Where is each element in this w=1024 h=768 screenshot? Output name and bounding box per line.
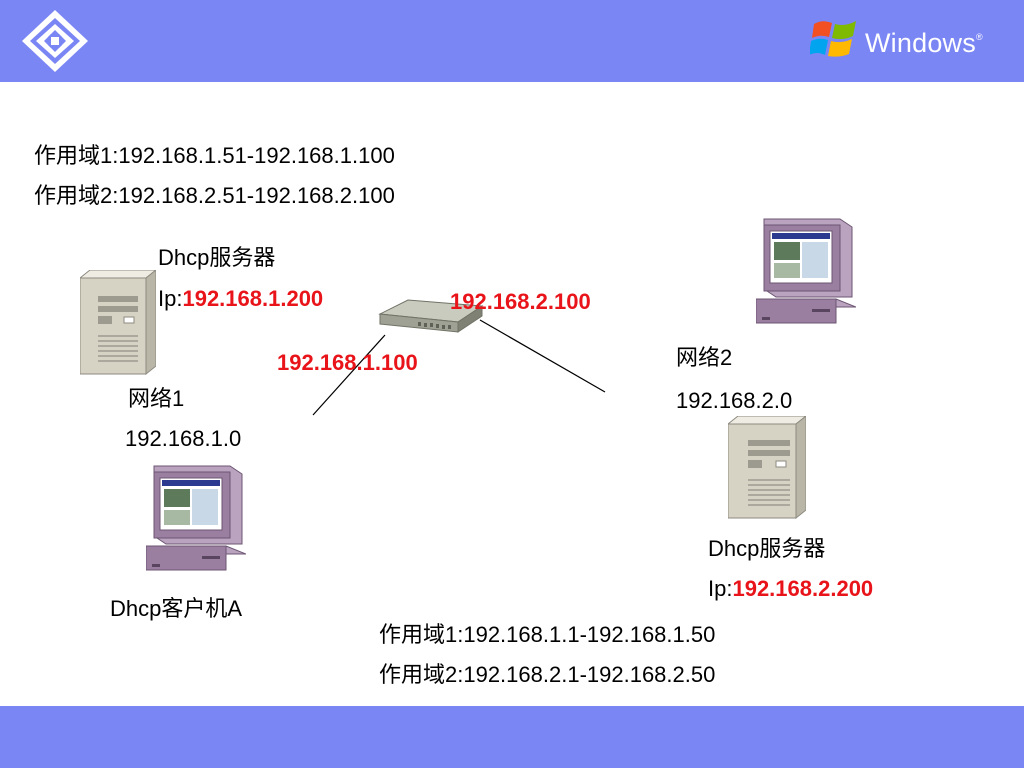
diamond-arrows-icon [22, 10, 88, 72]
server2-ip: 192.168.2.200 [732, 576, 874, 601]
windows-flag-icon [810, 21, 856, 57]
server1-ip-line: Ip:192.168.1.200 [158, 288, 323, 310]
desktop-computer-icon [146, 465, 246, 571]
server1-title: Dhcp服务器 [158, 245, 276, 270]
scope-top-line2: 作用域2:192.168.2.51-192.168.2.100 [34, 183, 395, 208]
scope-top-line1: 作用域1:192.168.1.51-192.168.1.100 [34, 143, 395, 168]
client-label: Dhcp客户机A [110, 596, 243, 621]
server1-ip: 192.168.1.200 [182, 286, 324, 311]
network2-address: 192.168.2.0 [676, 388, 793, 413]
wire-router-network1 [312, 334, 386, 416]
footer-band [0, 706, 1024, 768]
header-band [0, 0, 1024, 82]
router-ip-network2: 192.168.2.100 [450, 289, 591, 314]
network2-name: 网络2 [676, 345, 733, 370]
router-ip-network1: 192.168.1.100 [277, 350, 418, 375]
network1-name: 网络1 [128, 386, 185, 411]
windows-brand-text: Windows® [865, 28, 983, 58]
wire-router-network2 [479, 319, 606, 393]
server2-ip-prefix: Ip: [708, 576, 733, 601]
server2-title: Dhcp服务器 [708, 536, 826, 561]
router-icon [378, 299, 484, 333]
desktop-computer-icon [756, 218, 856, 324]
server1-ip-prefix: Ip: [158, 286, 183, 311]
scope-bottom-line2: 作用域2:192.168.2.1-192.168.2.50 [379, 662, 716, 687]
scope-bottom-line1: 作用域1:192.168.1.1-192.168.1.50 [379, 622, 716, 647]
server2-ip-line: Ip:192.168.2.200 [708, 578, 873, 600]
server-tower-icon [80, 270, 156, 376]
network1-address: 192.168.1.0 [125, 426, 242, 451]
server-tower-icon [728, 416, 806, 520]
